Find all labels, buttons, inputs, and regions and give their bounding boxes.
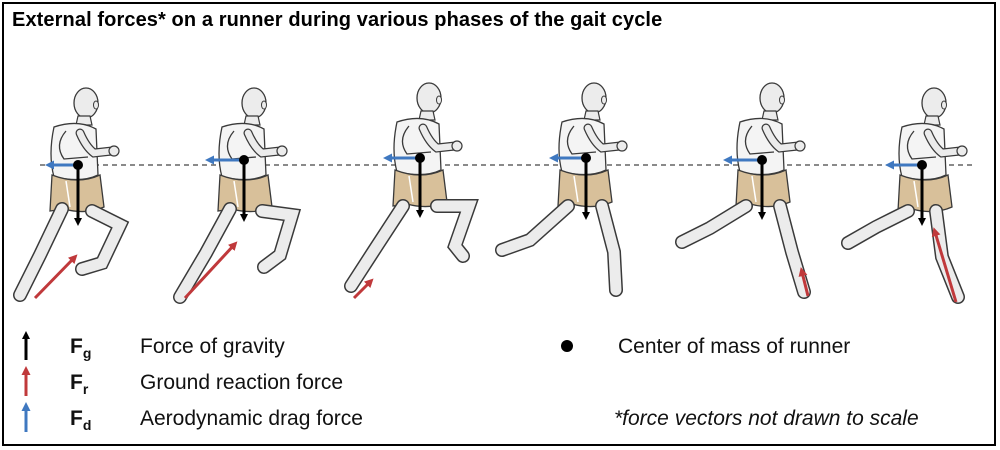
black-dot-icon <box>561 340 573 352</box>
legend-symbol-ground: Fr <box>70 371 89 398</box>
legend-symbol-drag: Fd <box>70 407 92 434</box>
ground-force-arrow-3 <box>352 278 374 300</box>
runner-phase-3 <box>344 83 479 293</box>
figure-title: External forces* on a runner during vari… <box>12 9 663 31</box>
ground-force-arrow-6 <box>931 227 958 303</box>
center-of-mass-dot-1 <box>73 160 83 170</box>
center-of-mass-dot-6 <box>917 160 927 170</box>
runner-phase-6 <box>841 88 967 304</box>
runner-phase-2 <box>173 88 302 304</box>
center-of-mass-dot-3 <box>415 153 425 163</box>
ground-force-arrow-1 <box>33 254 78 300</box>
legend-symbol-gravity: Fg <box>70 335 92 362</box>
center-of-mass-dot-2 <box>239 155 249 165</box>
legend-label-drag: Aerodynamic drag force <box>140 407 363 430</box>
runner-phase-5 <box>675 83 811 299</box>
legend-label-ground: Ground reaction force <box>140 371 344 394</box>
ground-force-arrow-2 <box>183 241 238 300</box>
ground-force-arrow-5 <box>798 267 810 297</box>
legend-label-com: Center of mass of runner <box>618 335 851 358</box>
runner-phase-4 <box>495 83 627 297</box>
scale-note: *force vectors not drawn to scale <box>614 407 919 430</box>
center-of-mass-dot-5 <box>757 155 767 165</box>
runner-phase-1 <box>13 88 130 302</box>
legend-label-gravity: Force of gravity <box>140 335 285 358</box>
center-of-mass-dot-4 <box>581 153 591 163</box>
